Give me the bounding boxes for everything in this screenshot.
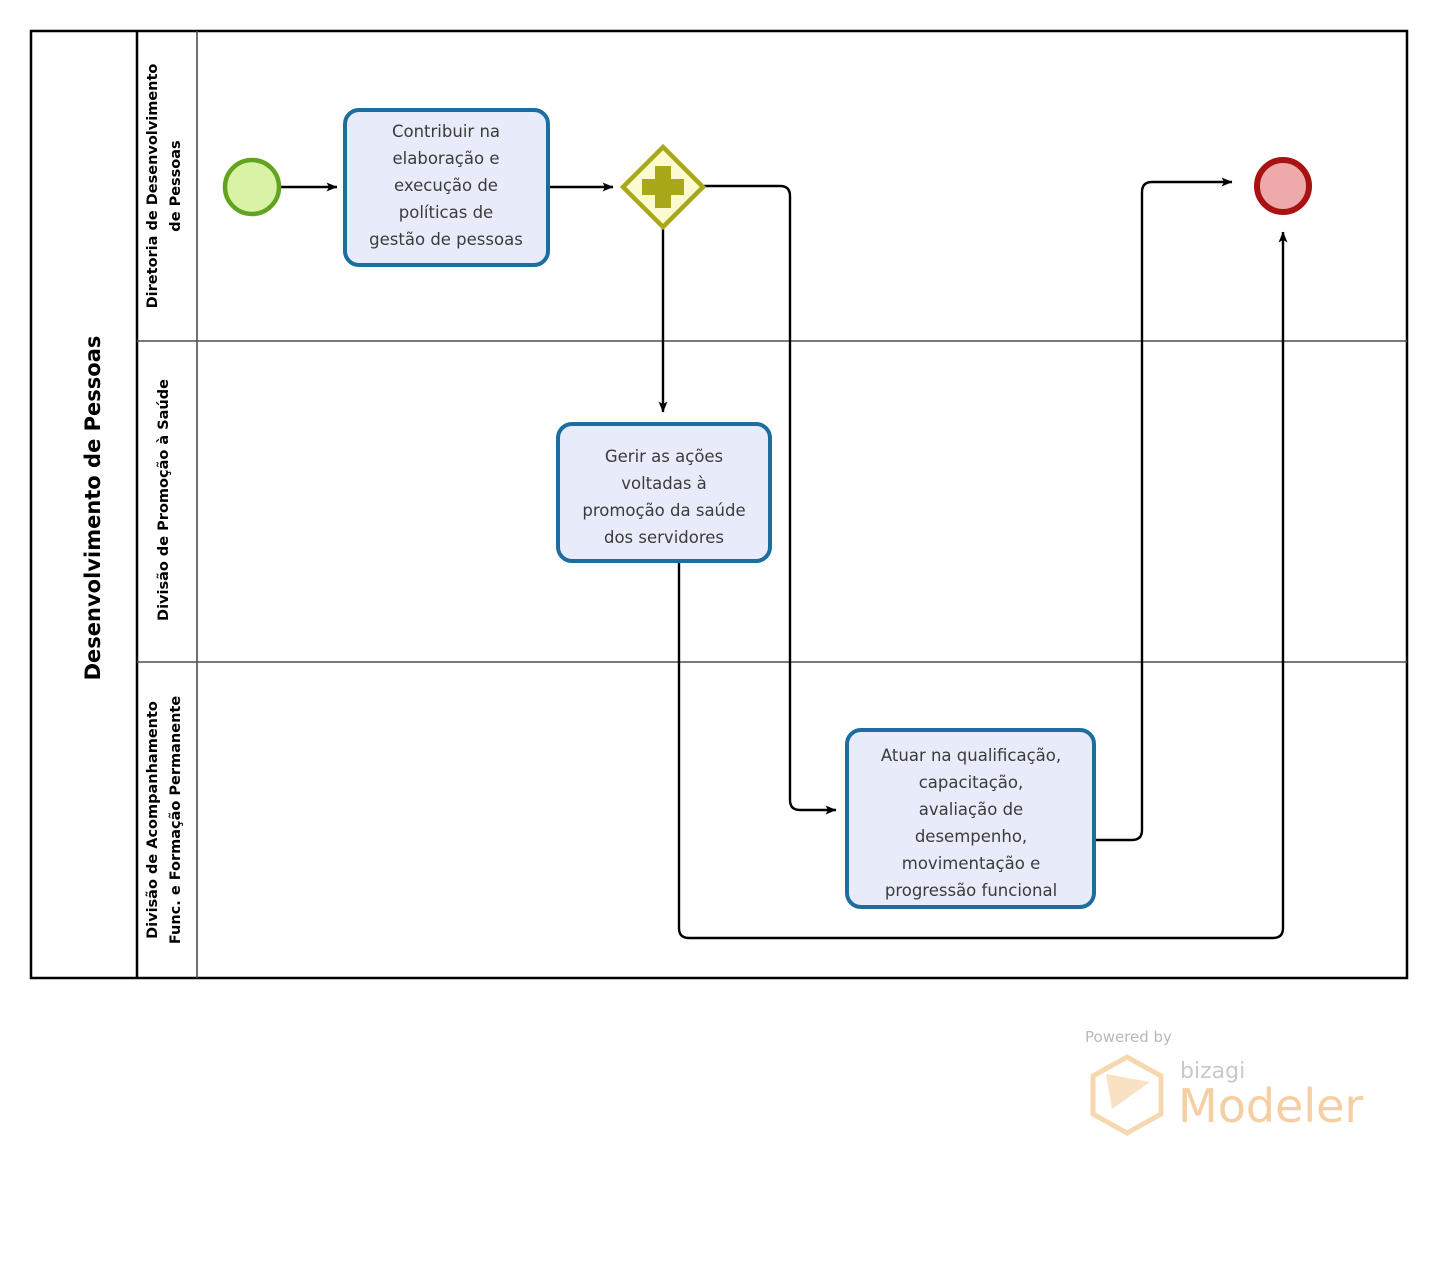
task-qualificacao-line-3: avaliação de xyxy=(919,800,1023,819)
bizagi-wordmark: bizagi xyxy=(1180,1059,1245,1084)
bizagi-logo-icon xyxy=(1090,1054,1164,1136)
lane-1-label-line-1: Diretoria de Desenvolvimento xyxy=(145,64,161,309)
lane-2-label: Divisão de Promoção à Saúde xyxy=(156,379,172,621)
modeler-wordmark: Modeler xyxy=(1178,1079,1363,1133)
end-event-circle[interactable] xyxy=(1254,157,1312,215)
task-politicas-line-4: políticas de xyxy=(399,203,493,222)
task-politicas-box[interactable] xyxy=(343,108,550,267)
task-qualificacao-line-4: desempenho, xyxy=(915,827,1027,846)
task-qualificacao-box[interactable] xyxy=(845,728,1096,909)
bizagi-watermark: Powered by bizagi Modeler xyxy=(1085,1028,1363,1136)
task-qualificacao-line-2: capacitação, xyxy=(919,773,1024,792)
pool-title: Desenvolvimento de Pessoas xyxy=(81,336,105,681)
lane-label-acompanhamento: Divisão de Acompanhamento Func. e Formaç… xyxy=(145,696,184,944)
end-event[interactable] xyxy=(1254,157,1312,215)
sequence-flows xyxy=(281,177,1288,940)
lane-3-label-line-2: Func. e Formação Permanente xyxy=(168,696,184,944)
lane-label-diretoria: Diretoria de Desenvolvimento de Pessoas xyxy=(145,64,184,309)
task-saude-line-2: voltadas à xyxy=(621,474,707,493)
task-saude[interactable]: Gerir as ações voltadas à promoção da sa… xyxy=(556,422,772,563)
powered-by-label: Powered by xyxy=(1085,1028,1172,1046)
task-qualificacao-line-6: progressão funcional xyxy=(885,881,1057,900)
task-qualificacao-line-5: movimentação e xyxy=(902,854,1040,873)
task-politicas-line-2: elaboração e xyxy=(393,149,500,168)
task-saude-box[interactable] xyxy=(556,422,772,563)
task-politicas-line-5: gestão de pessoas xyxy=(369,230,523,249)
task-qualificacao[interactable]: Atuar na qualificação, capacitação, aval… xyxy=(845,728,1096,909)
plus-icon xyxy=(642,166,684,208)
task-saude-line-4: dos servidores xyxy=(604,528,724,547)
flow-gateway-to-task-qualificacao xyxy=(703,184,837,815)
task-politicas-line-3: execução de xyxy=(394,176,498,195)
lane-label-promocao-saude: Divisão de Promoção à Saúde xyxy=(156,379,172,621)
task-saude-line-1: Gerir as ações xyxy=(605,447,723,466)
flow-task-qualificacao-to-end xyxy=(1094,177,1233,842)
lane-1-label-line-2: de Pessoas xyxy=(168,140,184,231)
flow-task-saude-to-end xyxy=(677,231,1288,940)
lane-separators xyxy=(137,340,1407,663)
lane-3-label-line-1: Divisão de Acompanhamento xyxy=(145,701,161,939)
task-qualificacao-line-1: Atuar na qualificação, xyxy=(881,746,1061,765)
task-saude-line-3: promoção da saúde xyxy=(582,501,745,520)
parallel-gateway[interactable] xyxy=(619,143,707,231)
task-politicas[interactable]: Contribuir na elaboração e execução de p… xyxy=(343,108,550,267)
task-politicas-line-1: Contribuir na xyxy=(392,122,500,141)
start-event[interactable] xyxy=(222,157,282,217)
start-event-circle[interactable] xyxy=(222,157,282,217)
